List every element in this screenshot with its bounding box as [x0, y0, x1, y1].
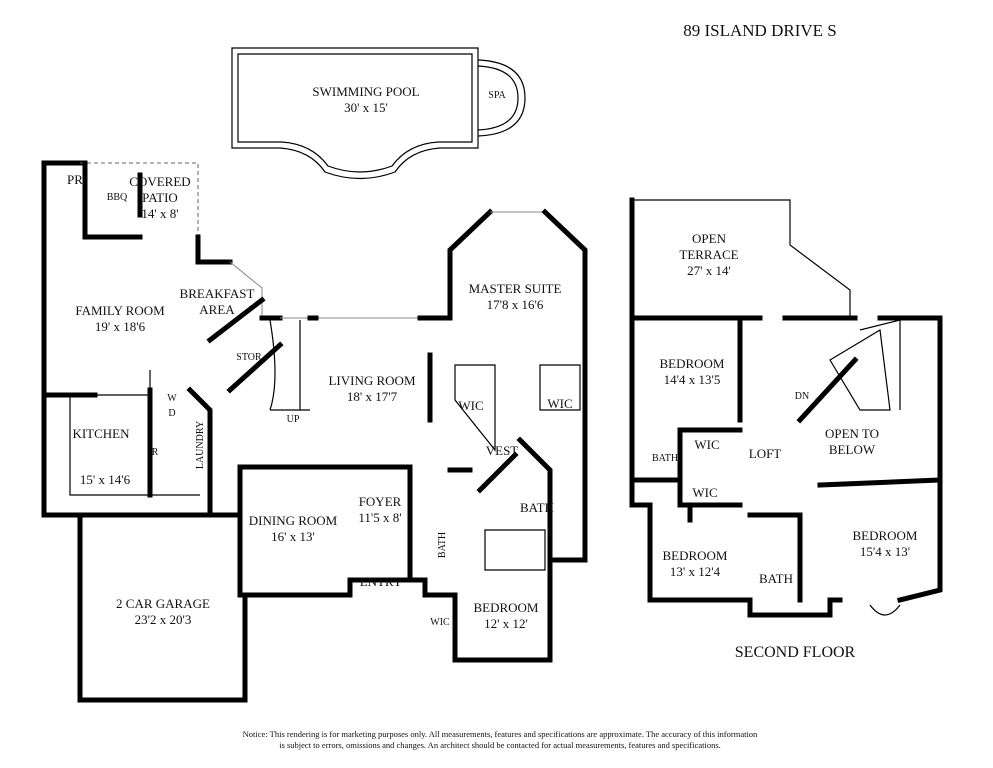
master-suite-dims: 17'8 x 16'6 — [487, 297, 544, 312]
second-floor-label: SECOND FLOOR — [735, 644, 856, 661]
covered-patio-name: COVERED — [129, 174, 190, 189]
stairs-up-label: UP — [287, 414, 300, 425]
second-floor-walls — [629, 197, 943, 618]
pool-name: SWIMMING POOL — [312, 84, 419, 99]
swimming-pool — [231, 47, 526, 180]
foyer-bath-label: BATH — [437, 532, 448, 558]
refrigerator-label: R — [152, 447, 159, 458]
vestibule-label: VEST — [486, 443, 519, 458]
living-room-dims: 18' x 17'7 — [347, 389, 398, 404]
storage-label: STOR — [236, 352, 262, 363]
kitchen-name: KITCHEN — [72, 426, 130, 441]
foyer-dims: 11'5 x 8' — [358, 510, 401, 525]
powder-room-label: PR — [67, 172, 83, 187]
stairs-down-label: DN — [795, 391, 809, 402]
entry-label: ENTRY — [360, 574, 403, 589]
bedroom1-name: BEDROOM — [659, 356, 724, 371]
breakfast-area-name: BREAKFAST — [180, 286, 255, 301]
covered-patio-name: PATIO — [142, 190, 178, 205]
master-suite-name: MASTER SUITE — [469, 281, 562, 296]
dining-room-name: DINING ROOM — [249, 513, 338, 528]
garage-dims: 23'2 x 20'3 — [135, 612, 192, 627]
master-wic-label: WIC — [458, 398, 483, 413]
living-room-name: LIVING ROOM — [328, 373, 415, 388]
bath1-label: BATH — [652, 453, 678, 464]
family-room-name: FAMILY ROOM — [75, 303, 165, 318]
open-terrace-name: OPEN — [692, 231, 727, 246]
dining-room-dims: 16' x 13' — [271, 529, 315, 544]
bedroom3-name: BEDROOM — [852, 528, 917, 543]
first-floor-walls — [41, 160, 588, 703]
bath2-label: BATH — [759, 571, 793, 586]
breakfast-area-name: AREA — [199, 302, 235, 317]
bedroom-wic-label: WIC — [430, 617, 450, 628]
loft-label: LOFT — [749, 446, 782, 461]
garage-name: 2 CAR GARAGE — [116, 596, 210, 611]
property-title: 89 ISLAND DRIVE S — [683, 21, 836, 40]
disclaimer-notice: Notice: This rendering is for marketing … — [200, 729, 800, 751]
open-terrace-name: TERRACE — [679, 247, 738, 262]
kitchen-dims: 15' x 14'6 — [80, 472, 131, 487]
pool-dims: 30' x 15' — [344, 100, 388, 115]
open-to-below-name: BELOW — [829, 442, 876, 457]
spa-label: SPA — [488, 90, 506, 101]
dryer-label: D — [168, 408, 175, 419]
wic-label: WIC — [694, 437, 719, 452]
bedroom3-dims: 15'4 x 13' — [860, 544, 910, 559]
bedroom-dims: 12' x 12' — [484, 616, 528, 631]
covered-patio-dims: 14' x 8' — [141, 206, 178, 221]
master-bath-label: BATH — [520, 500, 554, 515]
laundry-label: LAUNDRY — [195, 421, 206, 469]
bedroom1-dims: 14'4 x 13'5 — [664, 372, 721, 387]
family-room-dims: 19' x 18'6 — [95, 319, 146, 334]
bedroom-name: BEDROOM — [473, 600, 538, 615]
open-terrace-dims: 27' x 14' — [687, 263, 731, 278]
master-wic-label: WIC — [547, 396, 572, 411]
washer-label: W — [167, 393, 177, 404]
bedroom2-dims: 13' x 12'4 — [670, 564, 721, 579]
bbq-label: BBQ — [107, 192, 128, 203]
bedroom2-name: BEDROOM — [662, 548, 727, 563]
foyer-name: FOYER — [359, 494, 402, 509]
notice-line: is subject to errors, omissions and chan… — [279, 740, 721, 750]
wic-label: WIC — [692, 485, 717, 500]
open-to-below-name: OPEN TO — [825, 426, 879, 441]
notice-line: Notice: This rendering is for marketing … — [242, 729, 758, 739]
